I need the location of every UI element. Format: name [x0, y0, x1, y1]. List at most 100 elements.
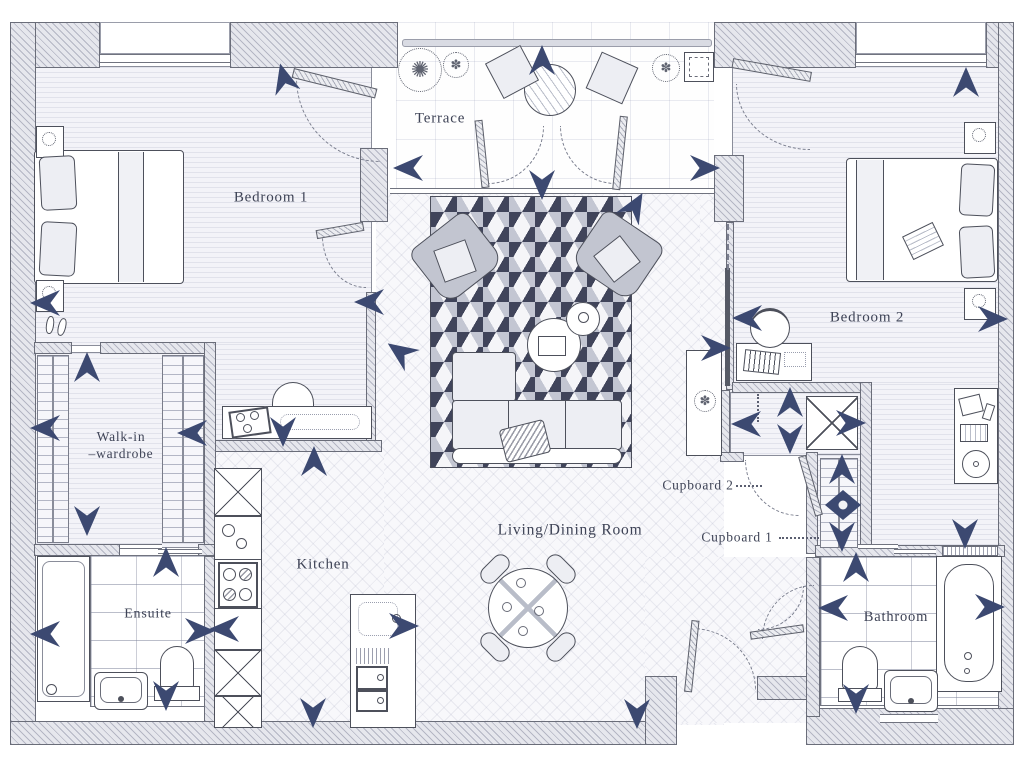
wall-ensuite-top-b — [198, 544, 216, 556]
wall-cupboard2-bottom — [720, 452, 744, 462]
kitchen-shelf-item — [236, 538, 247, 549]
hob-burner — [239, 568, 252, 581]
wall-cupboards-right — [860, 382, 872, 554]
place-setting — [502, 602, 512, 612]
bedroom1-desk-tray — [228, 406, 272, 439]
room-label-kitchen: Kitchen — [296, 556, 350, 573]
kitchen-shelf-item — [222, 524, 235, 537]
window-bedroom1 — [100, 54, 230, 63]
room-label-wardrobe: Walk-in –wardrobe — [88, 429, 154, 461]
place-setting — [518, 626, 528, 636]
bedroom2-duvet-fold — [856, 160, 884, 280]
kitchen-cabinet-x2 — [214, 650, 262, 696]
window-bedroom2 — [856, 54, 986, 63]
ensuite-sliding-door-b[interactable] — [158, 549, 202, 554]
teacup-icon — [250, 411, 259, 420]
terrace-railing — [402, 39, 712, 47]
bedroom1-pillow-bottom — [38, 221, 78, 277]
wardrobe-rail-right-bar — [182, 356, 184, 542]
drain-icon — [377, 674, 384, 681]
dresser-box — [960, 424, 988, 442]
bedroom2-pocket-door[interactable] — [725, 268, 730, 386]
hob-burner — [223, 568, 236, 581]
bathtub-inner — [944, 564, 994, 682]
coffee-table-laptop — [538, 336, 566, 356]
teacup-icon — [236, 413, 245, 422]
kitchen-cabinet-x1 — [214, 468, 262, 516]
teacup-icon — [243, 424, 252, 433]
cupboard2-tank — [806, 396, 858, 450]
nav-diamond-center-dot — [838, 500, 848, 510]
cupboard2-door-track — [757, 394, 759, 422]
sofa-chaise — [452, 352, 516, 402]
bathroom-sliding-door-b[interactable] — [894, 549, 936, 554]
wall-entrance-step — [645, 676, 677, 745]
mirror-center — [973, 461, 979, 467]
bedroom1-duvet-fold — [118, 152, 144, 282]
plant-icon: ✺ — [398, 48, 442, 92]
dining-table — [488, 568, 568, 648]
room-label-cupboard1: Cupboard 1 — [701, 529, 773, 545]
plant-icon: ✽ — [652, 54, 680, 82]
hob-burner — [223, 588, 236, 601]
ensuite-sink-basin — [100, 677, 142, 703]
bathroom-radiator — [942, 546, 998, 556]
place-setting — [534, 606, 544, 616]
place-setting — [516, 578, 526, 588]
plant-icon: ✽ — [443, 52, 469, 78]
wall-ensuite-right — [204, 556, 216, 722]
room-label-bathroom: Bathroom — [863, 608, 929, 625]
wall-left — [10, 22, 36, 722]
room-label-living: Living/Dining Room — [497, 521, 643, 539]
kitchen-cabinet-x3 — [214, 696, 262, 728]
drain-icon — [964, 668, 970, 674]
desk-laptop — [742, 349, 782, 375]
window-bathroom — [880, 714, 938, 723]
drain-icon — [964, 652, 972, 660]
lamp-icon — [42, 132, 56, 146]
desk-papers — [784, 352, 806, 367]
faucet-icon — [908, 698, 914, 704]
wall-wardrobe-right — [204, 342, 216, 556]
wall-bedroom1-bottom — [206, 440, 382, 452]
room-label-ensuite: Ensuite — [124, 606, 172, 622]
drain-icon — [377, 697, 384, 704]
wall-wardrobe-top-b — [100, 342, 206, 354]
wall-ensuite-top-a — [34, 544, 120, 556]
faucet-icon — [118, 696, 124, 702]
terrace-glass-wall — [390, 188, 714, 194]
wall-bedroom2-pillar — [714, 155, 744, 222]
planter-inner — [689, 57, 709, 77]
bedroom2-pillow-bottom — [958, 225, 996, 279]
island-drying-rack — [356, 648, 390, 664]
bedroom2-pillow-top — [958, 163, 996, 217]
room-label-bedroom2: Bedroom 2 — [829, 309, 905, 326]
room-label-bedroom1: Bedroom 1 — [233, 189, 309, 206]
window-recess-bedroom2 — [856, 22, 986, 54]
cupboard2-leader-line — [736, 485, 762, 487]
wall-cupboard2-top — [732, 382, 862, 393]
plant-icon: ✽ — [694, 390, 716, 412]
desk-sketch — [280, 414, 360, 430]
window-recess-bedroom1 — [100, 22, 230, 54]
mirror-icon — [962, 450, 990, 478]
wall-bottom-left — [10, 721, 646, 745]
bathroom-toilet-bowl — [842, 646, 878, 690]
room-label-cupboard2: Cupboard 2 — [662, 477, 734, 493]
hob-burner — [239, 588, 252, 601]
cupboard2-door-arc — [745, 460, 799, 516]
bedroom1-pillow-top — [38, 155, 78, 211]
wall-wardrobe-top-a — [34, 342, 72, 354]
cupboard1-leader-line — [779, 537, 819, 539]
cup-icon — [578, 312, 589, 323]
lamp-icon — [972, 294, 986, 308]
wall-top-mid — [230, 22, 398, 68]
lamp-icon — [972, 128, 986, 142]
wardrobe-rail-left-bar — [52, 356, 54, 542]
shower-head-icon — [46, 684, 57, 695]
bathroom-sliding-door[interactable] — [858, 544, 898, 549]
bedroom2-pocket-door-track — [727, 224, 729, 270]
ensuite-sliding-door[interactable] — [120, 544, 162, 549]
room-label-terrace: Terrace — [414, 110, 466, 127]
